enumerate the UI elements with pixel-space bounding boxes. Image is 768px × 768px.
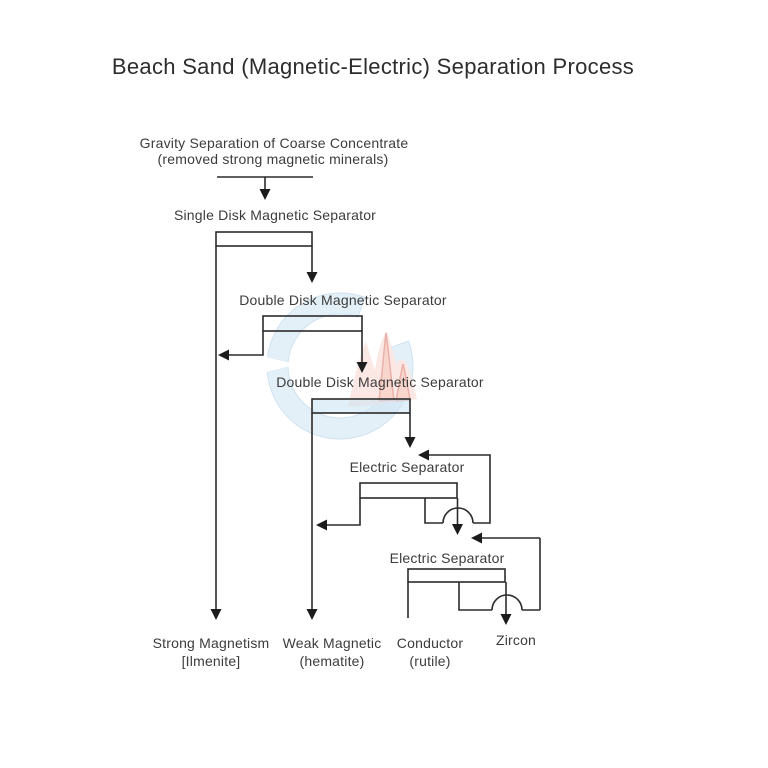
arrowhead-down xyxy=(306,609,318,620)
arrowhead-down xyxy=(404,437,416,448)
connector-to-weak-magnetic xyxy=(306,413,318,620)
node-gravity-separation-line1: Gravity Separation of Coarse Concentrate xyxy=(139,135,409,151)
output-weak-magnetic-line1: Weak Magnetic xyxy=(282,635,382,651)
electric-separator-2-box xyxy=(407,568,506,583)
connector-single-to-double1 xyxy=(306,246,318,283)
arrowhead-left xyxy=(316,519,327,531)
connector-double1-to-strong xyxy=(218,331,264,361)
node-electric-separator-1: Electric Separator xyxy=(349,459,465,475)
connector-to-strong-magnetism xyxy=(210,246,222,620)
output-strong-magnetism-line2: [Ilmenite] xyxy=(181,653,241,669)
arrowhead-down xyxy=(356,362,368,373)
arrowhead-left xyxy=(418,449,429,461)
arrowhead-left xyxy=(471,532,482,544)
double-disk-separator-1-box xyxy=(262,315,363,332)
connector-double2-to-electric1 xyxy=(404,413,416,448)
output-zircon: Zircon xyxy=(495,632,537,648)
node-double-disk-separator-2: Double Disk Magnetic Separator xyxy=(276,374,484,390)
watermark-crescent xyxy=(266,292,414,440)
node-electric-separator-2: Electric Separator xyxy=(389,550,505,566)
double-disk-separator-2-box xyxy=(311,398,411,414)
line-hop-arc xyxy=(491,594,523,611)
output-conductor-line2: (rutile) xyxy=(409,653,451,669)
connector-electric2-recirculation xyxy=(458,532,541,611)
arrowhead-down xyxy=(210,609,222,620)
output-conductor-line1: Conductor xyxy=(396,635,464,651)
node-single-disk-separator: Single Disk Magnetic Separator xyxy=(173,207,377,223)
electric-separator-1-box xyxy=(359,482,458,499)
single-disk-separator-box xyxy=(215,231,313,247)
output-strong-magnetism-line1: Strong Magnetism xyxy=(152,635,270,651)
arrowhead-down xyxy=(500,614,512,625)
arrowhead-down xyxy=(259,189,271,200)
watermark-flame-small xyxy=(395,363,411,402)
connector-gravity-to-single-disk xyxy=(217,176,313,200)
connector-double1-to-double2 xyxy=(356,331,368,373)
output-weak-magnetic-line2: (hematite) xyxy=(299,653,365,669)
connector-electric1-to-weak xyxy=(316,498,361,531)
arrowhead-down xyxy=(306,272,318,283)
connector-electric1-to-electric2 xyxy=(452,498,463,535)
arrowhead-left xyxy=(218,349,229,361)
watermark-crescent-notch xyxy=(262,356,296,373)
node-double-disk-separator-1: Double Disk Magnetic Separator xyxy=(239,292,447,308)
watermark-flame-tall xyxy=(378,332,395,402)
connector-to-zircon xyxy=(500,582,512,625)
arrowhead-down xyxy=(452,524,463,535)
node-gravity-separation-line2: (removed strong magnetic minerals) xyxy=(157,151,389,167)
page-title: Beach Sand (Magnetic-Electric) Separatio… xyxy=(111,54,635,79)
watermark-logo xyxy=(262,292,417,440)
